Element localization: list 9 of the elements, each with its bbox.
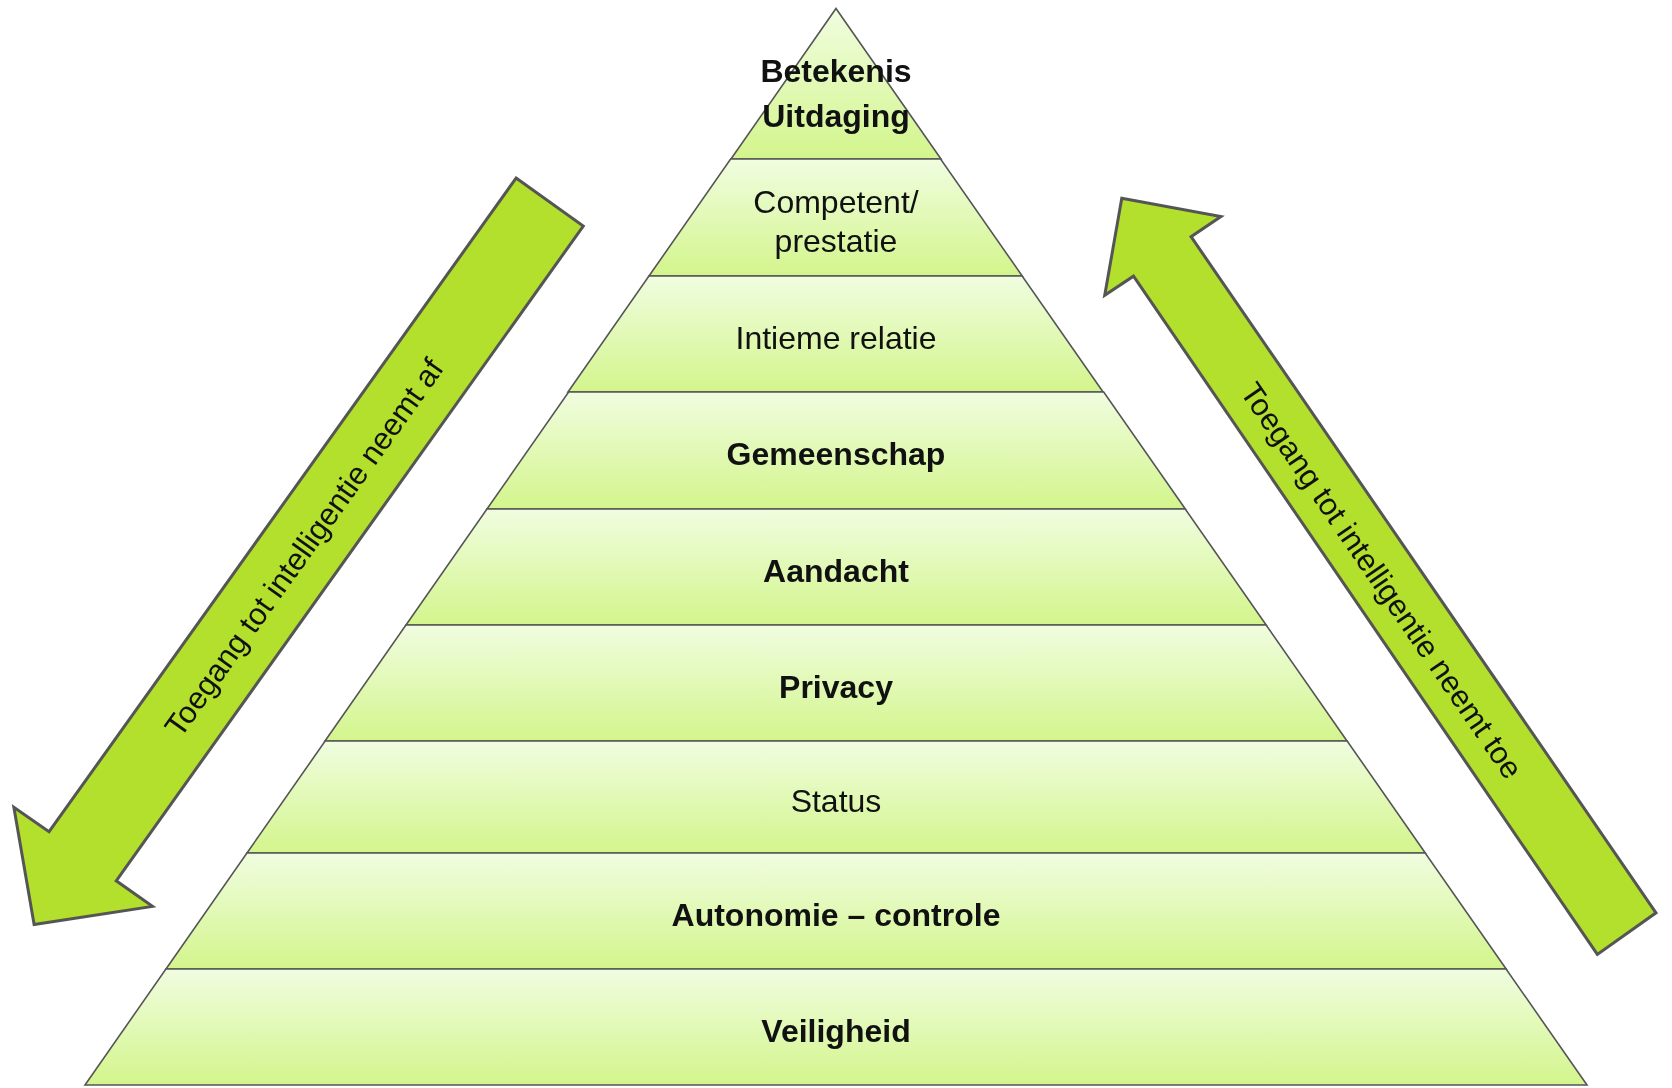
layer-label: Competent/ prestatie: [752, 183, 920, 260]
layer-label: Veiligheid: [761, 1011, 911, 1051]
layer-label: Status: [790, 781, 882, 821]
layer-label: Autonomie – controle: [671, 895, 1001, 935]
layer-label: Aandacht: [763, 551, 909, 591]
layer-label: Gemeenschap: [726, 435, 946, 474]
layer-label: Privacy: [779, 667, 893, 707]
layer-label: Uitdaging: [762, 96, 910, 135]
layer-label: Intieme relatie: [735, 318, 937, 358]
